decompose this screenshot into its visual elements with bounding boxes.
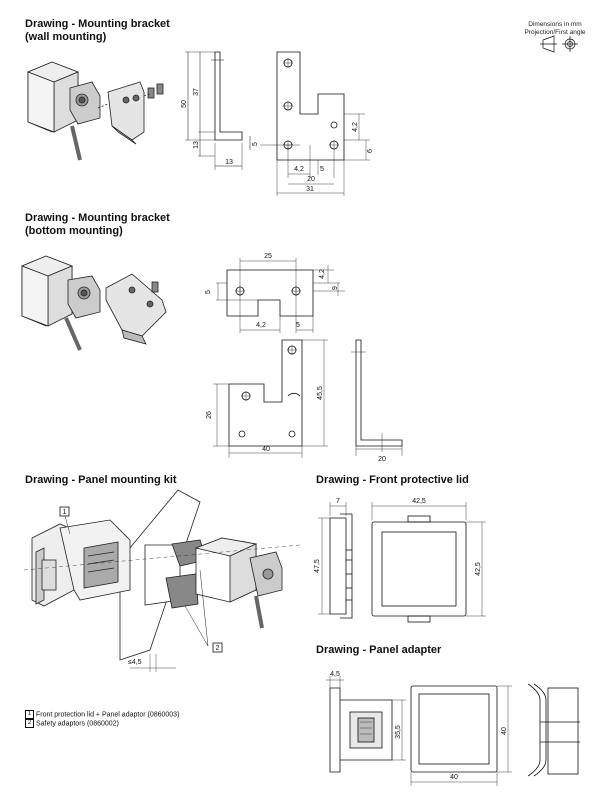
panel-adapter-title: Drawing - Panel adapter <box>316 644 442 656</box>
lid-dim-7: 7 <box>336 498 340 505</box>
wall-title-line2: (wall mounting) <box>25 31 107 43</box>
panel-kit-title: Drawing - Panel mounting kit <box>25 474 177 486</box>
panel-callout-1: 1 <box>63 509 67 516</box>
bottom-dim-20: 20 <box>378 456 386 463</box>
bottom-dim-40: 40 <box>262 446 270 453</box>
panel-callout-2: 2 <box>216 645 220 652</box>
lid-dim-425h: 42,5 <box>412 498 426 505</box>
bottom-dim-5b: 5 <box>296 322 300 329</box>
wall-dim-13h: 13 <box>225 159 233 166</box>
wall-dim-20: 20 <box>307 176 315 183</box>
adapter-dim-40h: 40 <box>450 774 458 781</box>
bottom-dim-26: 26 <box>206 411 213 419</box>
wall-dim-42b: 4,2 <box>352 122 359 132</box>
bottom-dim-455: 45,5 <box>317 386 324 400</box>
wall-dim-5b: 5 <box>320 166 324 173</box>
bottom-title-line1: Drawing - Mounting bracket <box>25 212 170 224</box>
wall-dim-31: 31 <box>306 186 314 193</box>
bottom-title-line2: (bottom mounting) <box>25 225 123 237</box>
wall-dim-5: 5 <box>252 142 259 146</box>
adapter-dim-355: 35,5 <box>395 725 402 739</box>
wall-dim-13v: 13 <box>193 141 200 149</box>
bottom-dim-9: 9 <box>332 286 339 290</box>
projection-note: Projection/First angle <box>524 29 586 36</box>
lid-dim-475: 47,5 <box>314 559 321 573</box>
bottom-dim-25: 25 <box>264 253 272 260</box>
panel-thickness-dim: ≤4,5 <box>128 659 142 666</box>
adapter-dim-45: 4,5 <box>330 671 340 678</box>
bottom-dim-5: 5 <box>205 290 212 294</box>
bottom-dim-42b: 4,2 <box>256 322 266 329</box>
wall-dim-6: 6 <box>367 149 374 153</box>
wall-dim-42: 4,2 <box>294 166 304 173</box>
lid-dim-425v: 42,5 <box>475 562 482 576</box>
adapter-dim-40v: 40 <box>501 727 508 735</box>
wall-bracket-title: Drawing - Mounting bracket (wall mountin… <box>25 18 170 44</box>
front-lid-title: Drawing - Front protective lid <box>316 474 469 486</box>
wall-title-line1: Drawing - Mounting bracket <box>25 18 170 30</box>
dimensions-note: Dimensions in mm <box>528 21 582 28</box>
bottom-bracket-title: Drawing - Mounting bracket (bottom mount… <box>25 212 170 238</box>
wall-dim-50: 50 <box>181 100 188 108</box>
wall-dim-37: 37 <box>193 88 200 96</box>
bottom-dim-42: 4,2 <box>319 269 326 279</box>
